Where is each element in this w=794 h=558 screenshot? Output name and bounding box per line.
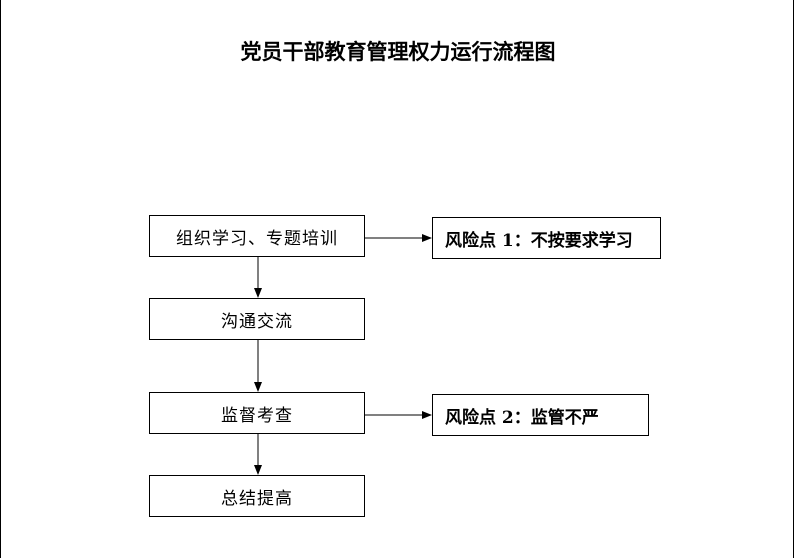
risk-point-2: 风险点 2：监管不严: [432, 394, 649, 436]
risk-point-1: 风险点 1：不按要求学习: [432, 217, 661, 259]
diagram-title: 党员干部教育管理权力运行流程图: [240, 39, 556, 64]
flow-step-summary: 总结提高: [149, 475, 365, 517]
flow-step-communication: 沟通交流: [149, 298, 365, 340]
flow-step-label: 沟通交流: [221, 311, 293, 332]
flow-step-label: 组织学习、专题培训: [176, 228, 338, 249]
flow-step-supervision: 监督考查: [149, 392, 365, 434]
flow-step-study-training: 组织学习、专题培训: [149, 215, 365, 257]
risk-point-label: 风险点 1：不按要求学习: [445, 230, 633, 251]
risk-point-label: 风险点 2：监管不严: [445, 407, 599, 428]
flow-step-label: 总结提高: [221, 488, 293, 509]
flow-step-label: 监督考查: [221, 405, 293, 426]
